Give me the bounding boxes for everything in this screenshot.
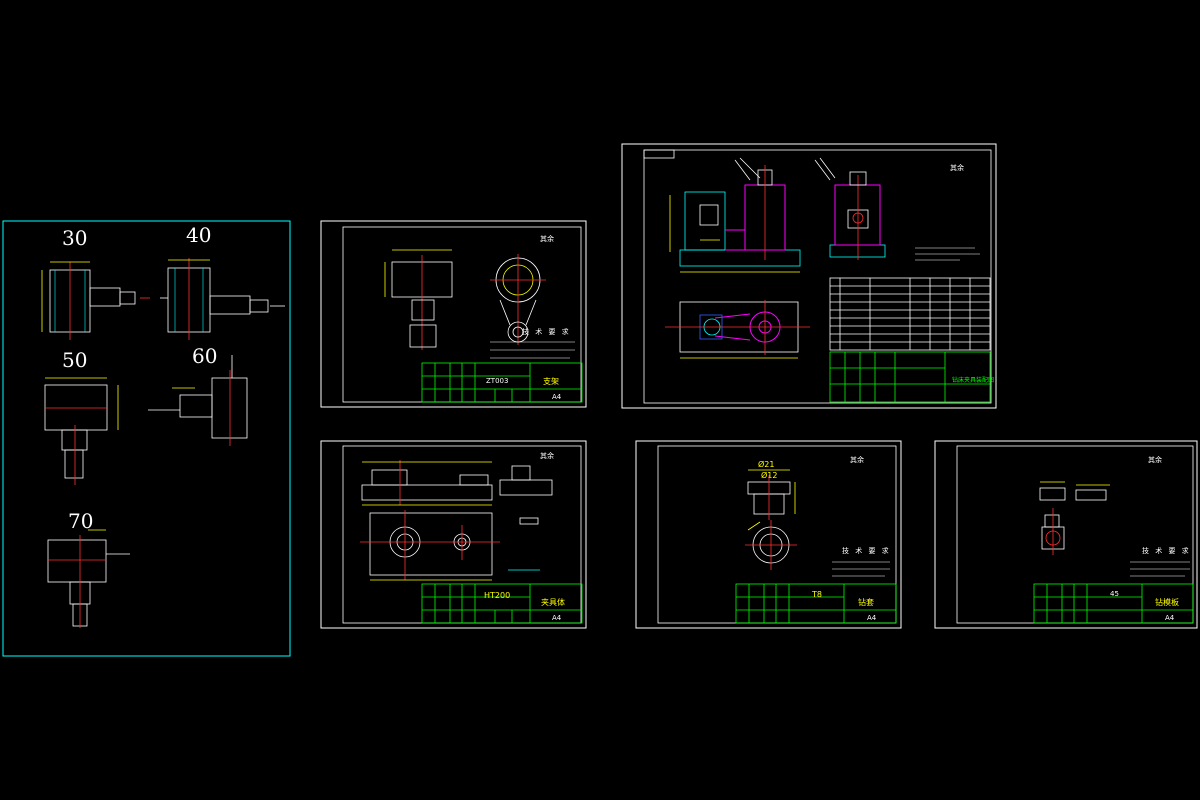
- assembly-title-block: 钻床夹具装配图: [829, 351, 994, 403]
- plate-roughness-note: 其余: [1148, 455, 1162, 464]
- bushing-part-name: 钻套: [858, 597, 874, 607]
- assembly-side-view: [814, 157, 886, 260]
- support-part-name: 支架: [543, 376, 559, 386]
- sheet-plate: 其余 技 术 要 求 45 钻模板 A4: [934, 440, 1198, 629]
- support-sheet-size: A4: [552, 393, 562, 401]
- bushing-sheet-size: A4: [867, 614, 877, 622]
- process-sheet: 30 40 50 60 70: [2, 220, 291, 657]
- sheet-assembly-frame: [621, 143, 997, 409]
- support-title-block: ZT003 支架 A4: [421, 362, 583, 403]
- process-sheet-frame: [2, 220, 291, 657]
- support-material: ZT003: [486, 377, 508, 385]
- operation-70-label: 70: [68, 509, 93, 533]
- bushing-tech-title: 技 术 要 求: [842, 546, 891, 555]
- plate-material: 45: [1110, 590, 1119, 598]
- plate-title-block: 45 钻模板 A4: [1033, 583, 1194, 624]
- bushing-dim-outer: Ø21: [758, 459, 774, 469]
- support-roughness-note: 其余: [540, 234, 554, 243]
- operation-30-sketch: [41, 261, 150, 340]
- operation-70-sketch: [47, 529, 130, 628]
- assembly-top-view: [665, 300, 810, 359]
- sheet-plate-frame: [934, 440, 1198, 629]
- operation-60-sketch: [148, 355, 248, 446]
- sheet-bushing-frame: [635, 440, 902, 629]
- sheet-fixture-base: 其余: [320, 440, 587, 629]
- sheet-support-frame: [320, 220, 587, 408]
- bushing-roughness-note: 其余: [850, 455, 864, 464]
- assembly-front-view: [669, 157, 801, 273]
- bushing-material: T8: [811, 590, 822, 599]
- fixture-base-sheet-size: A4: [552, 614, 562, 622]
- operation-40-label: 40: [186, 223, 211, 247]
- support-tech-title: 技 术 要 求: [522, 327, 571, 336]
- fixture-base-roughness-note: 其余: [540, 451, 554, 460]
- plate-sheet-size: A4: [1165, 614, 1175, 622]
- bushing-title-block: T8 钻套 A4: [735, 583, 897, 624]
- fixture-base-material: HT200: [484, 591, 510, 600]
- sheet-fixture-base-frame: [320, 440, 587, 629]
- operation-50-label: 50: [62, 348, 87, 372]
- plate-part-name: 钻模板: [1155, 597, 1179, 607]
- operation-30-label: 30: [62, 226, 87, 250]
- assembly-title: 钻床夹具装配图: [952, 376, 994, 384]
- fixture-base-title-block: HT200 夹具体 A4: [421, 583, 583, 624]
- operation-50-sketch: [44, 377, 119, 485]
- sheet-bushing: 其余 Ø21 Ø12 技 术 要 求 T8 钻套 A4: [635, 440, 902, 629]
- plate-tech-title: 技 术 要 求: [1142, 546, 1191, 555]
- assembly-roughness-note: 其余: [950, 163, 964, 172]
- operation-40-sketch: [160, 258, 285, 340]
- assembly-parts-list: [829, 277, 991, 351]
- sheet-support: 其余 技 术 要 求 ZT003: [320, 220, 587, 408]
- fixture-base-part-name: 夹具体: [541, 597, 565, 607]
- sheet-assembly: 其余: [621, 143, 997, 409]
- operation-60-label: 60: [192, 344, 217, 368]
